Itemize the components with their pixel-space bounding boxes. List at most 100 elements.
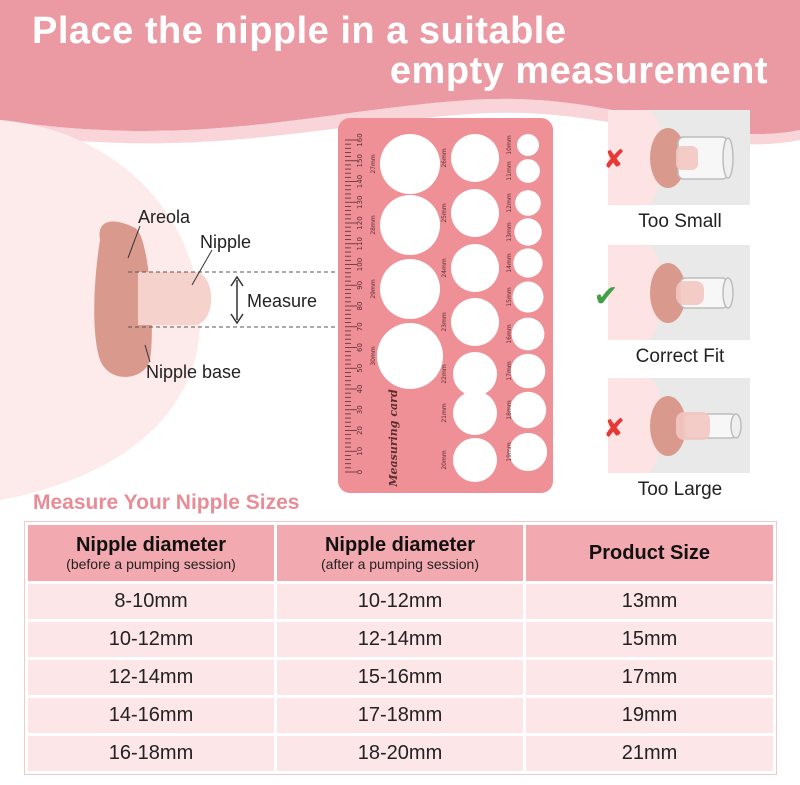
- cell-after: 17-18mm: [277, 698, 523, 733]
- table-row: 16-18mm 18-20mm 21mm: [28, 736, 773, 771]
- header-banner: [0, 0, 800, 145]
- fit-panel-too-small: [608, 110, 750, 205]
- ruler-tick-label: 50: [356, 364, 364, 373]
- fit-label-too-small: Too Small: [638, 211, 722, 232]
- ruler-tick-label: 60: [356, 343, 364, 352]
- measuring-card: 1601501401301201101009080706050403020100…: [338, 118, 553, 493]
- card-title: Measuring card: [387, 389, 400, 488]
- hole-size-label: 10mm: [506, 135, 513, 154]
- nipple-shape: [138, 272, 212, 325]
- hole-medium: [451, 189, 499, 237]
- ruler-tick-label: 0: [356, 470, 364, 474]
- hole-size-label: 15mm: [506, 287, 513, 306]
- hole-size-label: 13mm: [506, 222, 513, 241]
- hole-size-label: 11mm: [506, 161, 513, 180]
- hole-small: [513, 248, 543, 278]
- ruler-tick-label: 20: [356, 426, 364, 435]
- hole-medium: [453, 438, 497, 482]
- fit-panel-correct: [608, 245, 750, 340]
- cell-before: 12-14mm: [28, 660, 274, 695]
- hole-small: [510, 353, 546, 389]
- ruler-tick-label: 90: [356, 281, 364, 290]
- hole-small: [508, 432, 548, 472]
- table-row: 14-16mm 17-18mm 19mm: [28, 698, 773, 733]
- hole-size-label: 21mm: [441, 403, 448, 422]
- check-mark-icon: ✔: [593, 279, 618, 314]
- ruler-tick-label: 80: [356, 302, 364, 311]
- cell-product-size: 21mm: [526, 736, 773, 771]
- hole-large: [377, 323, 443, 389]
- measurement-illustration: 1601501401301201101009080706050403020100…: [0, 110, 750, 500]
- ruler-tick-label: 150: [356, 154, 364, 167]
- label-nipple-base: Nipple base: [146, 362, 242, 382]
- cell-product-size: 17mm: [526, 660, 773, 695]
- hole-small: [511, 317, 545, 351]
- hole-size-label: 14mm: [506, 253, 513, 272]
- card-holes: 27mm28mm29mm30mm26mm25mm24mm23mm22mm21mm…: [370, 134, 548, 488]
- hole-small: [514, 218, 542, 246]
- hole-medium: [451, 134, 499, 182]
- ruler-tick-label: 10: [356, 447, 364, 456]
- fit-panel-too-large: [608, 378, 750, 473]
- cell-after: 12-14mm: [277, 622, 523, 657]
- cell-before: 8-10mm: [28, 584, 274, 619]
- header-after: Nipple diameter (after a pumping session…: [277, 525, 523, 581]
- headline-line-2: empty measurement: [389, 50, 768, 92]
- ruler-tick-label: 110: [356, 237, 364, 250]
- cell-product-size: 19mm: [526, 698, 773, 733]
- cell-before: 10-12mm: [28, 622, 274, 657]
- table-header-row: Nipple diameter (before a pumping sessio…: [28, 525, 773, 581]
- section-title: Measure Your Nipple Sizes: [33, 491, 300, 514]
- size-table: Nipple diameter (before a pumping sessio…: [24, 521, 777, 775]
- fit-label-too-large: Too Large: [637, 479, 723, 500]
- header-before: Nipple diameter (before a pumping sessio…: [28, 525, 274, 581]
- hole-large: [380, 195, 440, 255]
- hole-size-label: 20mm: [441, 450, 448, 469]
- hole-size-label: 22mm: [441, 364, 448, 383]
- x-mark-icon: ✘: [603, 414, 625, 444]
- hole-large: [380, 259, 440, 319]
- hole-size-label: 24mm: [441, 258, 448, 277]
- table-row: 10-12mm 12-14mm 15mm: [28, 622, 773, 657]
- hole-small: [515, 190, 541, 216]
- hole-medium: [451, 298, 499, 346]
- cell-before: 16-18mm: [28, 736, 274, 771]
- hole-size-label: 18mm: [506, 400, 513, 419]
- hole-medium: [451, 244, 499, 292]
- hole-medium: [453, 352, 497, 396]
- ruler-tick-label: 70: [356, 322, 364, 331]
- ruler-tick-label: 40: [356, 385, 364, 394]
- hole-large: [380, 134, 440, 194]
- ruler-tick-label: 160: [356, 133, 364, 146]
- hole-size-label: 12mm: [506, 193, 513, 212]
- hole-small: [516, 159, 540, 183]
- hole-size-label: 19mm: [506, 442, 513, 461]
- x-mark-icon: ✘: [603, 145, 625, 175]
- cell-before: 14-16mm: [28, 698, 274, 733]
- hole-size-label: 26mm: [441, 148, 448, 167]
- table-row: 8-10mm 10-12mm 13mm: [28, 584, 773, 619]
- cell-product-size: 13mm: [526, 584, 773, 619]
- hole-size-label: 25mm: [441, 203, 448, 222]
- areola-shape: [94, 221, 152, 377]
- fit-label-correct-fit: Correct Fit: [635, 346, 725, 367]
- ruler-tick-label: 30: [356, 405, 364, 414]
- ruler-tick-label: 140: [356, 175, 364, 188]
- hole-size-label: 27mm: [370, 154, 377, 173]
- cell-after: 18-20mm: [277, 736, 523, 771]
- cell-after: 10-12mm: [277, 584, 523, 619]
- hole-size-label: 23mm: [441, 312, 448, 331]
- hole-small: [517, 134, 539, 156]
- label-measure: Measure: [247, 291, 318, 311]
- label-nipple: Nipple: [200, 232, 252, 252]
- hole-size-label: 28mm: [370, 215, 377, 234]
- ruler-tick-label: 130: [356, 196, 364, 209]
- table-row: 12-14mm 15-16mm 17mm: [28, 660, 773, 695]
- header-product-size: Product Size: [526, 525, 773, 581]
- hole-small: [512, 281, 544, 313]
- hole-medium: [453, 391, 497, 435]
- hole-size-label: 17mm: [506, 361, 513, 380]
- headline-line-1: Place the nipple in a suitable: [32, 10, 567, 52]
- cell-product-size: 15mm: [526, 622, 773, 657]
